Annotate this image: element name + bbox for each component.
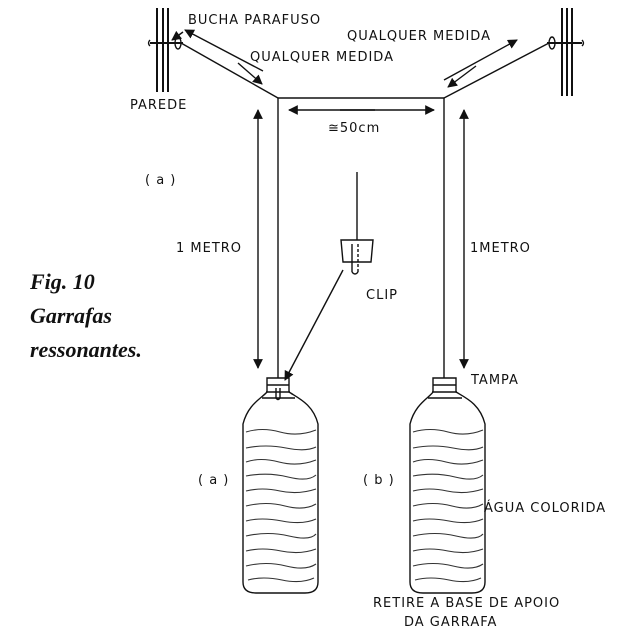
label-metro-right: 1METRO bbox=[470, 241, 531, 256]
label-a-upper: ( a ) bbox=[145, 173, 176, 188]
label-metro-left: 1 METRO bbox=[176, 241, 242, 256]
label-bottle-a: ( a ) bbox=[198, 473, 229, 488]
label-parede: PAREDE bbox=[130, 98, 187, 113]
suspension-strings bbox=[180, 42, 550, 378]
label-qualquer-medida-right: QUALQUER MEDIDA bbox=[347, 29, 491, 44]
label-bucha-parafuso: BUCHA PARAFUSO bbox=[188, 13, 321, 28]
right-wall bbox=[561, 8, 573, 96]
clip-icon bbox=[340, 172, 374, 275]
label-clip: CLIP bbox=[366, 288, 398, 303]
label-retire-line2: DA GARRAFA bbox=[404, 615, 497, 630]
figure-caption-subtitle: ressonantes. bbox=[30, 337, 142, 362]
label-agua-colorida: ÁGUA COLORIDA bbox=[484, 500, 606, 516]
left-screw-icon bbox=[147, 36, 183, 50]
right-screw-icon bbox=[547, 36, 585, 50]
bottle-a bbox=[242, 377, 319, 594]
label-qualquer-medida-left: QUALQUER MEDIDA bbox=[250, 50, 394, 65]
label-retire-line1: RETIRE A BASE DE APOIO bbox=[373, 596, 560, 611]
left-wall bbox=[156, 8, 169, 92]
label-spacing: ≅50cm bbox=[328, 121, 380, 136]
figure-caption-number: Fig. 10 bbox=[29, 269, 95, 294]
bottle-b bbox=[409, 377, 486, 594]
label-tampa: TAMPA bbox=[470, 373, 519, 388]
figure-caption-title: Garrafas bbox=[30, 303, 112, 328]
label-bottle-b: ( b ) bbox=[363, 473, 395, 488]
pointer-arrows bbox=[171, 29, 518, 381]
